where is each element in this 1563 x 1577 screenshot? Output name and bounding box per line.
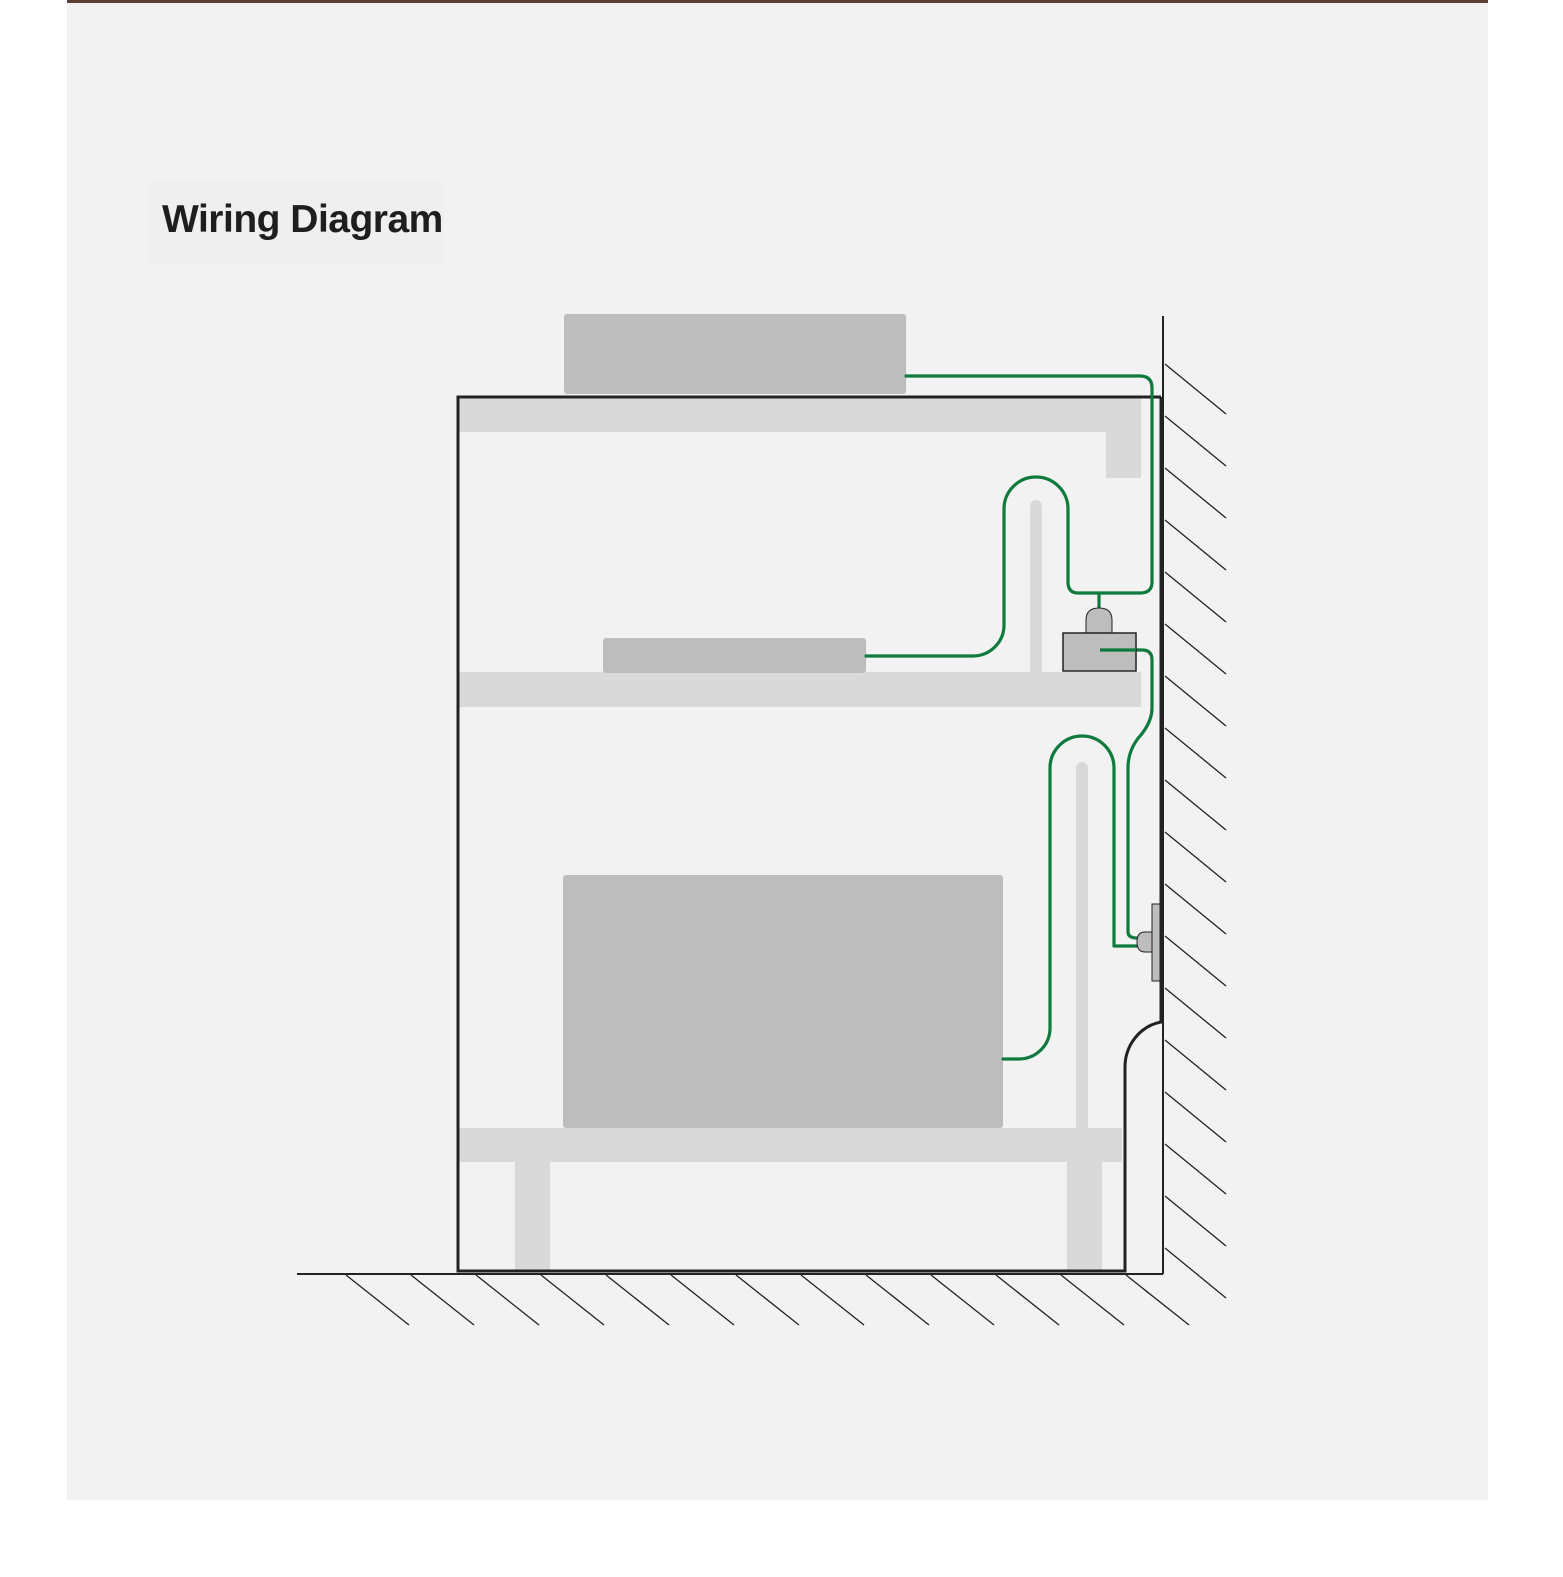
title-box [148,182,444,264]
power-strip-icon [1062,607,1137,672]
middle-shelf [459,672,1141,707]
cabinet-outline [456,395,1163,1273]
wall [1162,316,1227,1299]
wall-socket-icon [1136,903,1161,982]
cable-large-device [1001,734,1139,1061]
middle-device [603,638,866,673]
right-leg [1067,1162,1102,1270]
page-title: Wiring Diagram [162,198,443,241]
bottom-shelf [459,1128,1122,1162]
cable-top-and-middle [864,374,1154,658]
large-device [563,875,1003,1128]
floor [297,1273,1190,1326]
shelving [459,398,1141,1270]
cable-strip-to-socket [1098,648,1154,940]
cables [864,374,1154,1061]
floor-hatching [345,1274,1190,1326]
top-edge-strip [67,0,1488,3]
top-shelf [459,398,1141,478]
wall-hatching [1164,363,1227,1299]
top-device [564,314,906,394]
devices [563,314,1003,1128]
left-leg [515,1162,550,1270]
